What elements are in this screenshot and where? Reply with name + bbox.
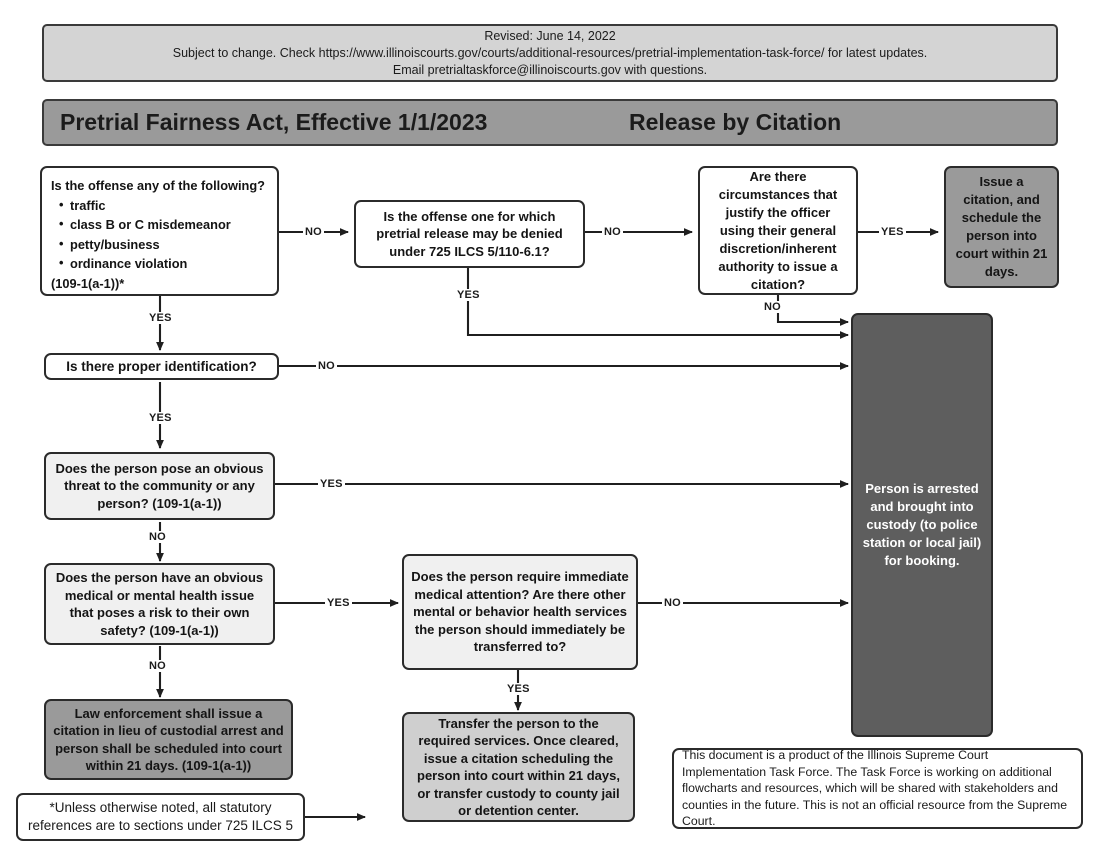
edge-label-medical-yes: YES (325, 597, 352, 609)
edge-label-threat-yes: YES (318, 478, 345, 490)
node-law-enforcement-citation-text: Law enforcement shall issue a citation i… (53, 705, 284, 774)
node-offense-type[interactable]: Is the offense any of the following? tra… (40, 166, 279, 296)
node-disclaimer: This document is a product of the Illino… (672, 748, 1083, 829)
edge-label-discretion-no: NO (762, 301, 783, 313)
node-denial-eligible[interactable]: Is the offense one for which pretrial re… (354, 200, 585, 268)
node-person-arrested-text: Person is arrested and brought into cust… (862, 481, 982, 568)
edge-discretion-no (776, 295, 849, 326)
edge-label-denial-no: NO (602, 226, 623, 238)
node-footnote-text: *Unless otherwise noted, all statutory r… (28, 800, 293, 833)
node-proper-identification[interactable]: Is there proper identification? (44, 353, 279, 380)
node-obvious-threat[interactable]: Does the person pose an obvious threat t… (44, 452, 275, 520)
page-subtitle: Release by Citation (629, 109, 842, 135)
node-offense-type-citation: (109-1(a-1))* (51, 275, 125, 291)
node-issue-citation[interactable]: Issue a citation, and schedule the perso… (944, 166, 1059, 288)
node-medical-mental[interactable]: Does the person have an obvious medical … (44, 563, 275, 645)
node-transfer-services-text: Transfer the person to the required serv… (417, 715, 620, 819)
node-disclaimer-text: This document is a product of the Illino… (682, 748, 1068, 829)
node-immediate-medical-text: Does the person require immediate medica… (411, 569, 629, 655)
edge-label-id-no: NO (316, 360, 337, 372)
banner-line-2: Subject to change. Check https://www.ill… (172, 45, 928, 60)
edge-label-discretion-yes: YES (879, 226, 906, 238)
bullet-misdemeanor: class B or C misdemeanor (59, 214, 268, 235)
node-immediate-medical[interactable]: Does the person require immediate medica… (402, 554, 638, 670)
edge-label-medical-no: NO (147, 660, 168, 672)
node-footnote: *Unless otherwise noted, all statutory r… (16, 793, 305, 841)
node-officer-discretion[interactable]: Are there circumstances that justify the… (698, 166, 858, 295)
edge-label-offense-no: NO (303, 226, 324, 238)
node-transfer-services[interactable]: Transfer the person to the required serv… (402, 712, 635, 822)
page-title-bar: Pretrial Fairness Act, Effective 1/1/202… (42, 99, 1058, 146)
node-denial-eligible-text: Is the offense one for which pretrial re… (376, 208, 563, 259)
node-obvious-threat-text: Does the person pose an obvious threat t… (55, 460, 264, 511)
node-medical-mental-text: Does the person have an obvious medical … (55, 570, 264, 638)
edge-label-immediate-yes: YES (505, 683, 532, 695)
edge-label-threat-no: NO (147, 531, 168, 543)
node-proper-identification-text: Is there proper identification? (66, 358, 257, 374)
bullet-petty-business: petty/business (59, 234, 268, 255)
node-issue-citation-text: Issue a citation, and schedule the perso… (955, 174, 1048, 279)
edge-label-id-yes: YES (147, 412, 174, 424)
node-officer-discretion-text: Are there circumstances that justify the… (718, 168, 838, 292)
node-offense-type-bullets: traffic class B or C misdemeanor petty/b… (51, 195, 268, 274)
edge-label-offense-yes: YES (147, 312, 174, 324)
banner-line-3: Email pretrialtaskforce@illinoiscourts.g… (392, 62, 708, 77)
node-person-arrested[interactable]: Person is arrested and brought into cust… (851, 313, 993, 737)
edge-label-denial-yes: YES (455, 289, 482, 301)
bullet-ordinance: ordinance violation (59, 253, 268, 274)
page-title: Pretrial Fairness Act, Effective 1/1/202… (60, 109, 488, 135)
node-offense-type-heading: Is the offense any of the following? (51, 178, 265, 193)
revision-banner: Revised: June 14, 2022 Subject to change… (42, 24, 1058, 82)
node-law-enforcement-citation[interactable]: Law enforcement shall issue a citation i… (44, 699, 293, 780)
edge-label-immediate-no: NO (662, 597, 683, 609)
bullet-traffic: traffic (59, 195, 268, 216)
banner-line-1: Revised: June 14, 2022 (484, 28, 616, 43)
